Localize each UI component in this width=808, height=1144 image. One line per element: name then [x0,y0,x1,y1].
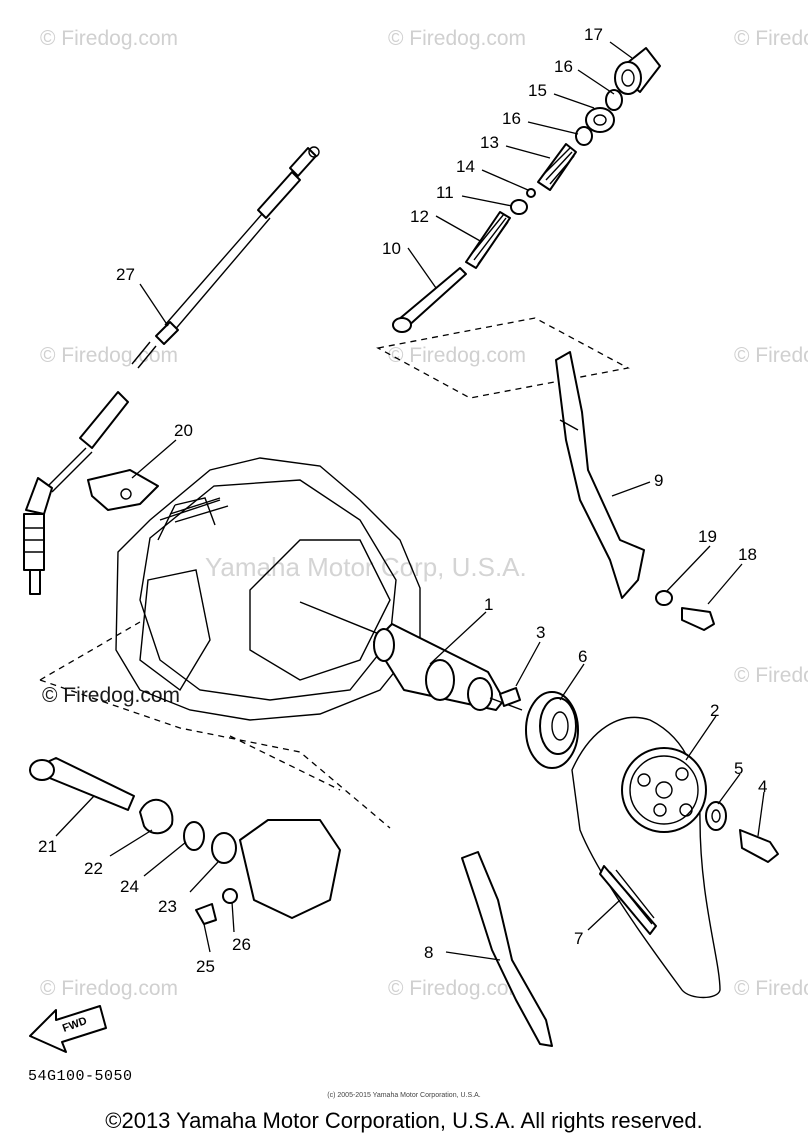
callout-27: 27 [116,265,135,284]
dowel-pin [499,687,521,707]
watermark: © Firedog.com [40,977,178,1000]
callout-14: 14 [456,157,475,176]
watermarks: © Firedog.com © Firedog.com © Firedog.co… [40,27,808,1000]
leader-lines [55,41,765,961]
callout-16: 16 [554,57,573,76]
callout-15: 15 [528,81,547,100]
decompression-rotor [525,691,579,769]
callout-6: 6 [578,647,587,666]
decompression-shaft [29,757,341,925]
watermark: © Firedog.com [388,977,526,1000]
chain-guide-lower [461,851,553,1047]
watermark-main: Yamaha Motor Corp, U.S.A. [205,552,527,582]
cylinder-head [115,457,421,721]
callout-9: 9 [654,471,663,490]
cover-plate [87,469,159,511]
callout-24: 24 [120,877,139,896]
watermark: © Firedog.com [734,664,808,687]
callout-18: 18 [738,545,757,564]
diagram-code: 54G100-5050 [28,1068,133,1085]
watermark: © Firedog.com [388,344,526,367]
callout-22: 22 [84,859,103,878]
callout-labels: 17 16 15 16 13 14 11 12 10 27 20 9 19 18… [38,25,767,976]
forward-arrow: FWD [29,1005,107,1053]
watermark: © Firedog.com [388,27,526,50]
callout-19: 19 [698,527,717,546]
callout-4: 4 [758,777,767,796]
callout-8: 8 [424,943,433,962]
watermark: © Firedog.com [40,27,178,50]
decompression-cable [23,146,320,595]
watermark: © Firedog.com [734,344,808,367]
callout-2: 2 [710,701,719,720]
callout-21: 21 [38,837,57,856]
callout-16: 16 [502,109,521,128]
callout-26: 26 [232,935,251,954]
watermark: © Firedog.com [42,684,180,707]
chain-guide-upper [555,351,715,631]
washer-bolt [705,801,779,863]
callout-17: 17 [584,25,603,44]
callout-20: 20 [174,421,193,440]
callout-1: 1 [484,595,493,614]
callout-23: 23 [158,897,177,916]
assembly-boundaries [39,317,630,829]
callout-12: 12 [410,207,429,226]
callout-3: 3 [536,623,545,642]
callout-25: 25 [196,957,215,976]
camshaft [299,601,523,711]
copyright-notice: ©2013 Yamaha Motor Corporation, U.S.A. A… [105,1108,703,1133]
callout-10: 10 [382,239,401,258]
watermark: © Firedog.com [734,977,808,1000]
cam-chain-tensioner [392,47,661,333]
callout-13: 13 [480,133,499,152]
watermark: © Firedog.com [734,27,808,50]
small-copyright: (c) 2005-2015 Yamaha Motor Corporation, … [327,1092,481,1099]
cam-sprocket [571,716,721,999]
callout-5: 5 [734,759,743,778]
watermark: © Firedog.com [40,344,178,367]
callout-7: 7 [574,929,583,948]
callout-11: 11 [436,183,454,202]
cam-chain [599,865,657,935]
